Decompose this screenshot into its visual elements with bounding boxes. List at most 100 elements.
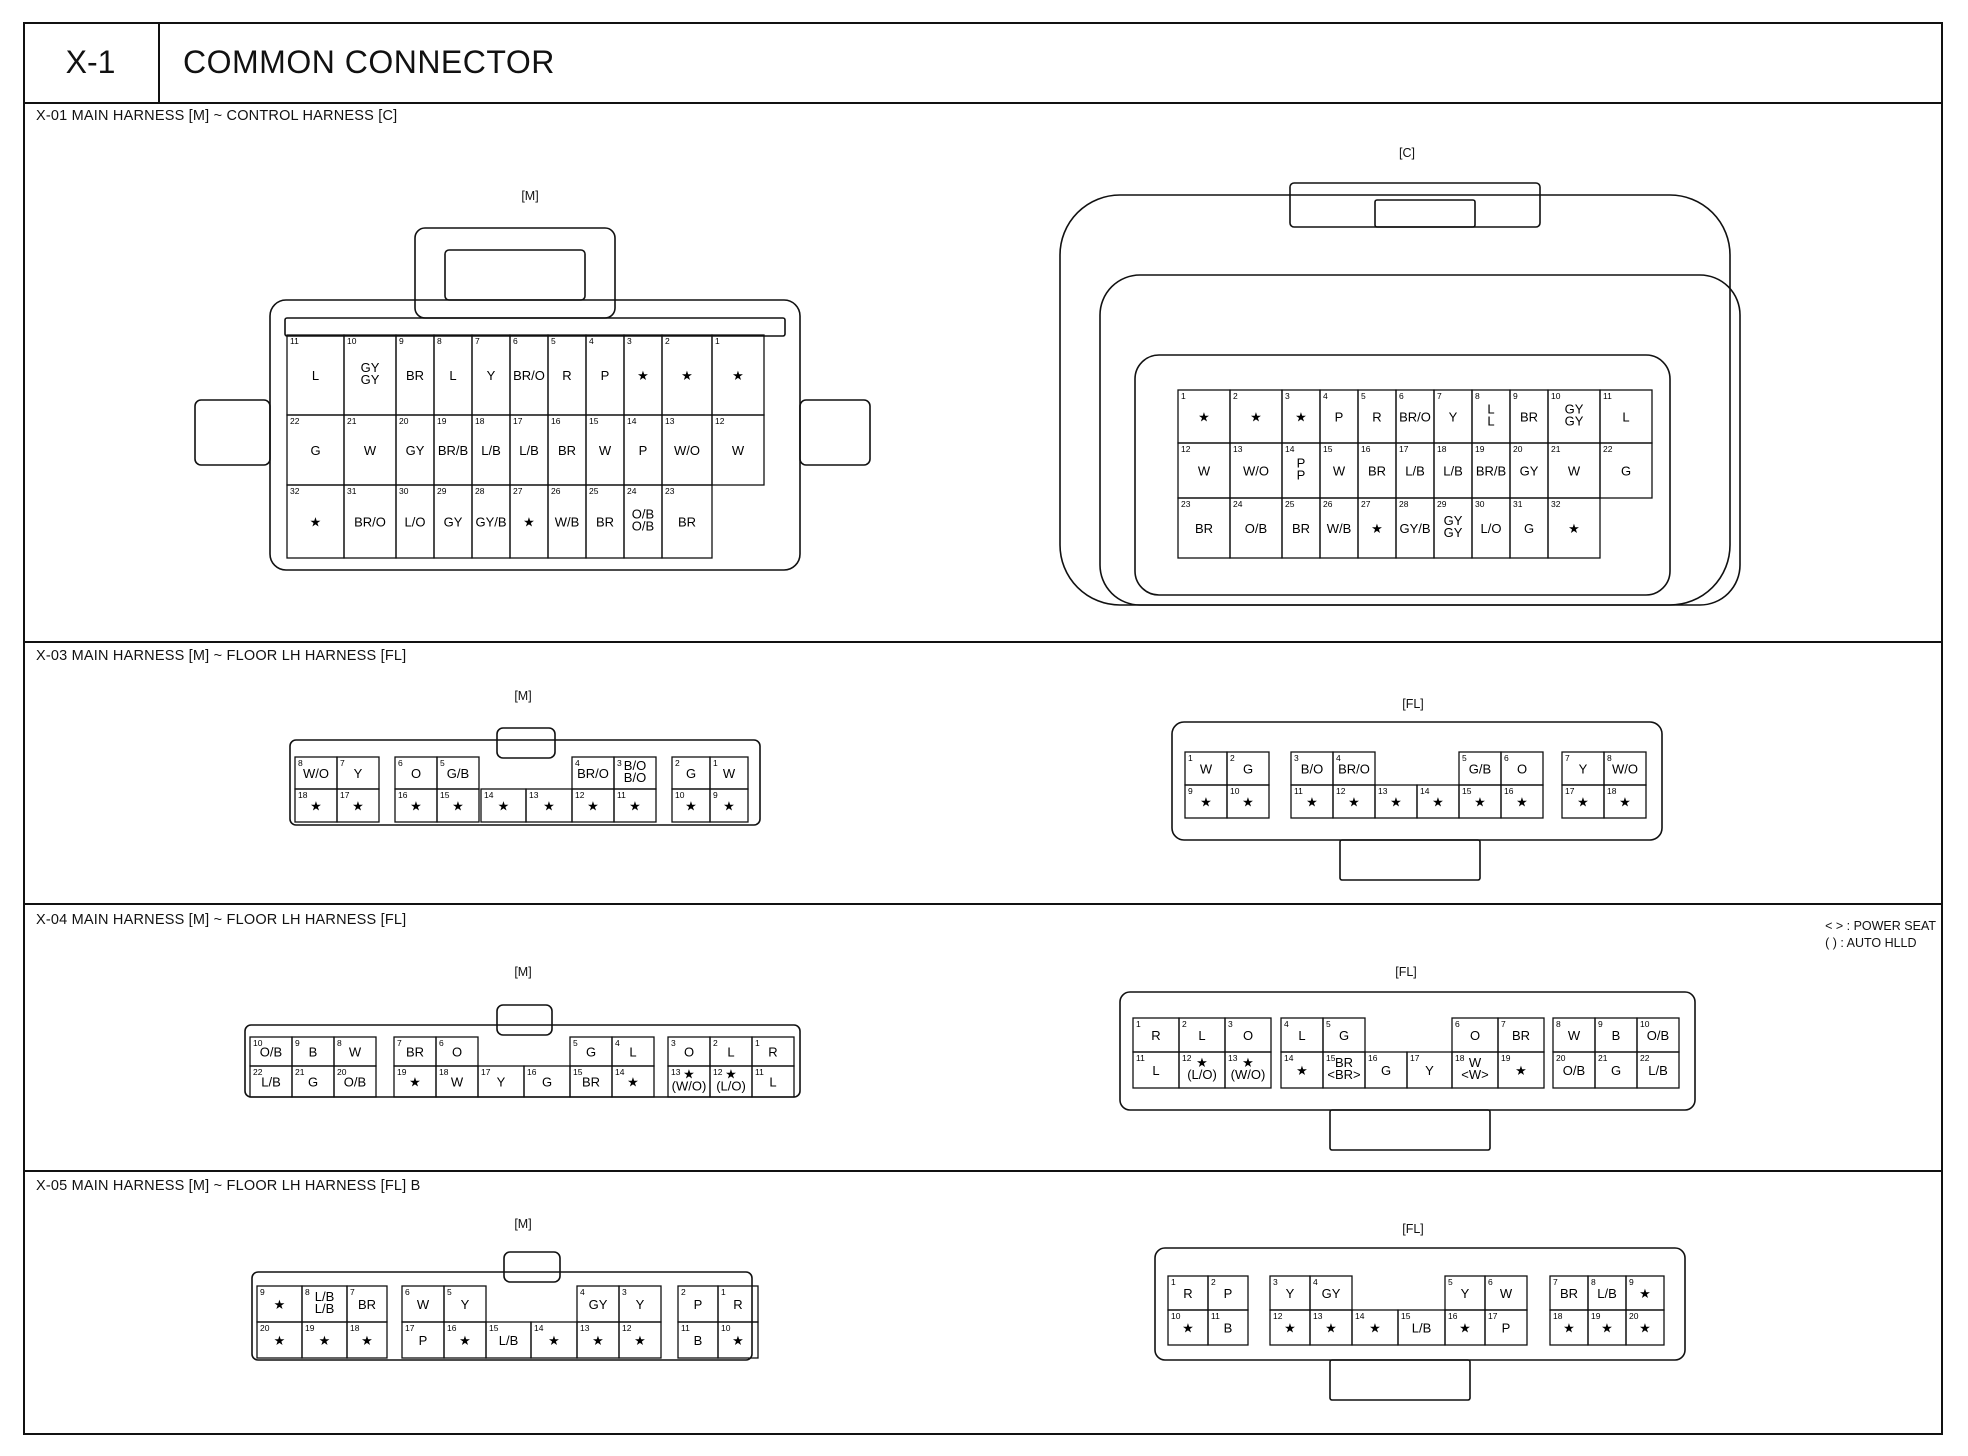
pin-number: 5 [1448, 1277, 1453, 1287]
wire-color: W [723, 766, 736, 781]
pin-number: 14 [627, 416, 637, 426]
pin-17: 17★ [1561, 784, 1605, 819]
wire-color: BR [1292, 521, 1310, 536]
wire-color: W [451, 1075, 464, 1090]
pin-number: 12 [715, 416, 725, 426]
wire-color: W/O [303, 766, 329, 781]
pin-20: 20O/B [1552, 1051, 1596, 1089]
pin-26: 26W/B [1319, 497, 1359, 559]
pin-12: 12★ [618, 1321, 662, 1359]
wire-color: ★ [685, 799, 697, 814]
wire-color: R [1183, 1286, 1192, 1301]
wire-color: L/B [1412, 1321, 1432, 1336]
wire-color: L/B [499, 1333, 519, 1348]
pin-number: 5 [1462, 753, 1467, 763]
wire-color: ★ [1515, 1063, 1527, 1078]
pin-number: 1 [721, 1287, 726, 1297]
pin-number: 16 [551, 416, 561, 426]
wire-color: L/B [1405, 464, 1425, 479]
pin-number: 6 [1455, 1019, 1460, 1029]
pin-6: 6O [1451, 1017, 1499, 1053]
wire-color: ★ [1390, 795, 1402, 810]
wire-color: ★ [681, 368, 693, 383]
pin-19: 19★ [1497, 1051, 1545, 1089]
wire-color: ★ [274, 1297, 286, 1312]
pin-18: 18★ [1549, 1309, 1589, 1346]
wire-color: Y [636, 1297, 645, 1312]
pin-9: 9B [291, 1036, 335, 1067]
pin-7: 7BR [393, 1036, 437, 1067]
connector-latch [1289, 182, 1541, 228]
wire-color: ★ [1250, 410, 1262, 425]
pin-14: 14★ [1416, 784, 1460, 819]
pin-number: 2 [1182, 1019, 1187, 1029]
wire-color: GY [589, 1297, 608, 1312]
pin-3: 3O [667, 1036, 711, 1067]
pin-number: 15 [1401, 1311, 1411, 1321]
pin-number: 21 [1551, 444, 1561, 454]
wire-color: ★ [732, 368, 744, 383]
pin-8: 8L [433, 334, 473, 416]
pin-number: 16 [398, 790, 408, 800]
pin-number: 6 [1504, 753, 1509, 763]
wire-color: O/B [632, 519, 654, 534]
wire-color: ★ [310, 515, 322, 530]
pin-15: 15L/B [1397, 1309, 1446, 1346]
wire-color: W [599, 443, 612, 458]
pin-number: 24 [627, 486, 637, 496]
wire-color: BR [582, 1075, 600, 1090]
pin-number: 3 [627, 336, 632, 346]
wire-color: BR [1520, 410, 1538, 425]
wire-color: L [727, 1045, 734, 1060]
wire-color: W [349, 1045, 362, 1060]
connector-label-m: [M] [521, 189, 539, 203]
wire-color: G [1339, 1028, 1349, 1043]
pin-2: 2G [671, 756, 711, 790]
wire-color: ★ [1325, 1321, 1337, 1336]
wire-color: ★ [1242, 795, 1254, 810]
pin-number: 13 [665, 416, 675, 426]
pin-number: 12 [1181, 444, 1191, 454]
wire-color: ★ [452, 799, 464, 814]
pin-13: 13W/O [661, 414, 713, 486]
pin-11: 11B [677, 1321, 719, 1359]
pin-24: 24O/BO/B [623, 484, 663, 559]
pin-26: 26W/B [547, 484, 587, 559]
wire-color: ★ [634, 1333, 646, 1348]
pin-number: 14 [484, 790, 494, 800]
pin-number: 1 [715, 336, 720, 346]
pin-18: 18★ [346, 1321, 388, 1359]
pin-15: 15L/B [485, 1321, 532, 1359]
divider [23, 903, 1943, 905]
pin-number: 12 [1273, 1311, 1283, 1321]
pin-number: 23 [665, 486, 675, 496]
wire-color: P [1502, 1321, 1511, 1336]
wire-color: G [1243, 762, 1253, 777]
wire-color: G [686, 766, 696, 781]
pin-number: 21 [1598, 1053, 1608, 1063]
wire-color: BR [406, 368, 424, 383]
pin-5: 5G/B [1458, 751, 1502, 786]
wire-color: ★ [637, 368, 649, 383]
wire-color: BR [678, 515, 696, 530]
pin-number: 7 [1553, 1277, 1558, 1287]
wire-color: G [1621, 464, 1631, 479]
wire-color: W [1198, 464, 1211, 479]
pin-number: 17 [1410, 1053, 1420, 1063]
connector-side-tab [799, 399, 871, 466]
connector-foot [1329, 1359, 1471, 1401]
wire-color: L [1622, 410, 1629, 425]
legend-auto-hold: ( ) : AUTO HLLD [1825, 936, 1917, 950]
pin-number: 19 [305, 1323, 315, 1333]
wire-color: W/B [1327, 521, 1352, 536]
pin-22: 22G [1599, 442, 1653, 499]
wire-color: L/B [481, 443, 501, 458]
pin-number: 8 [305, 1287, 310, 1297]
connector-housing [1154, 1247, 1686, 1361]
pin-number: 5 [447, 1287, 452, 1297]
pin-number: 10 [721, 1323, 731, 1333]
